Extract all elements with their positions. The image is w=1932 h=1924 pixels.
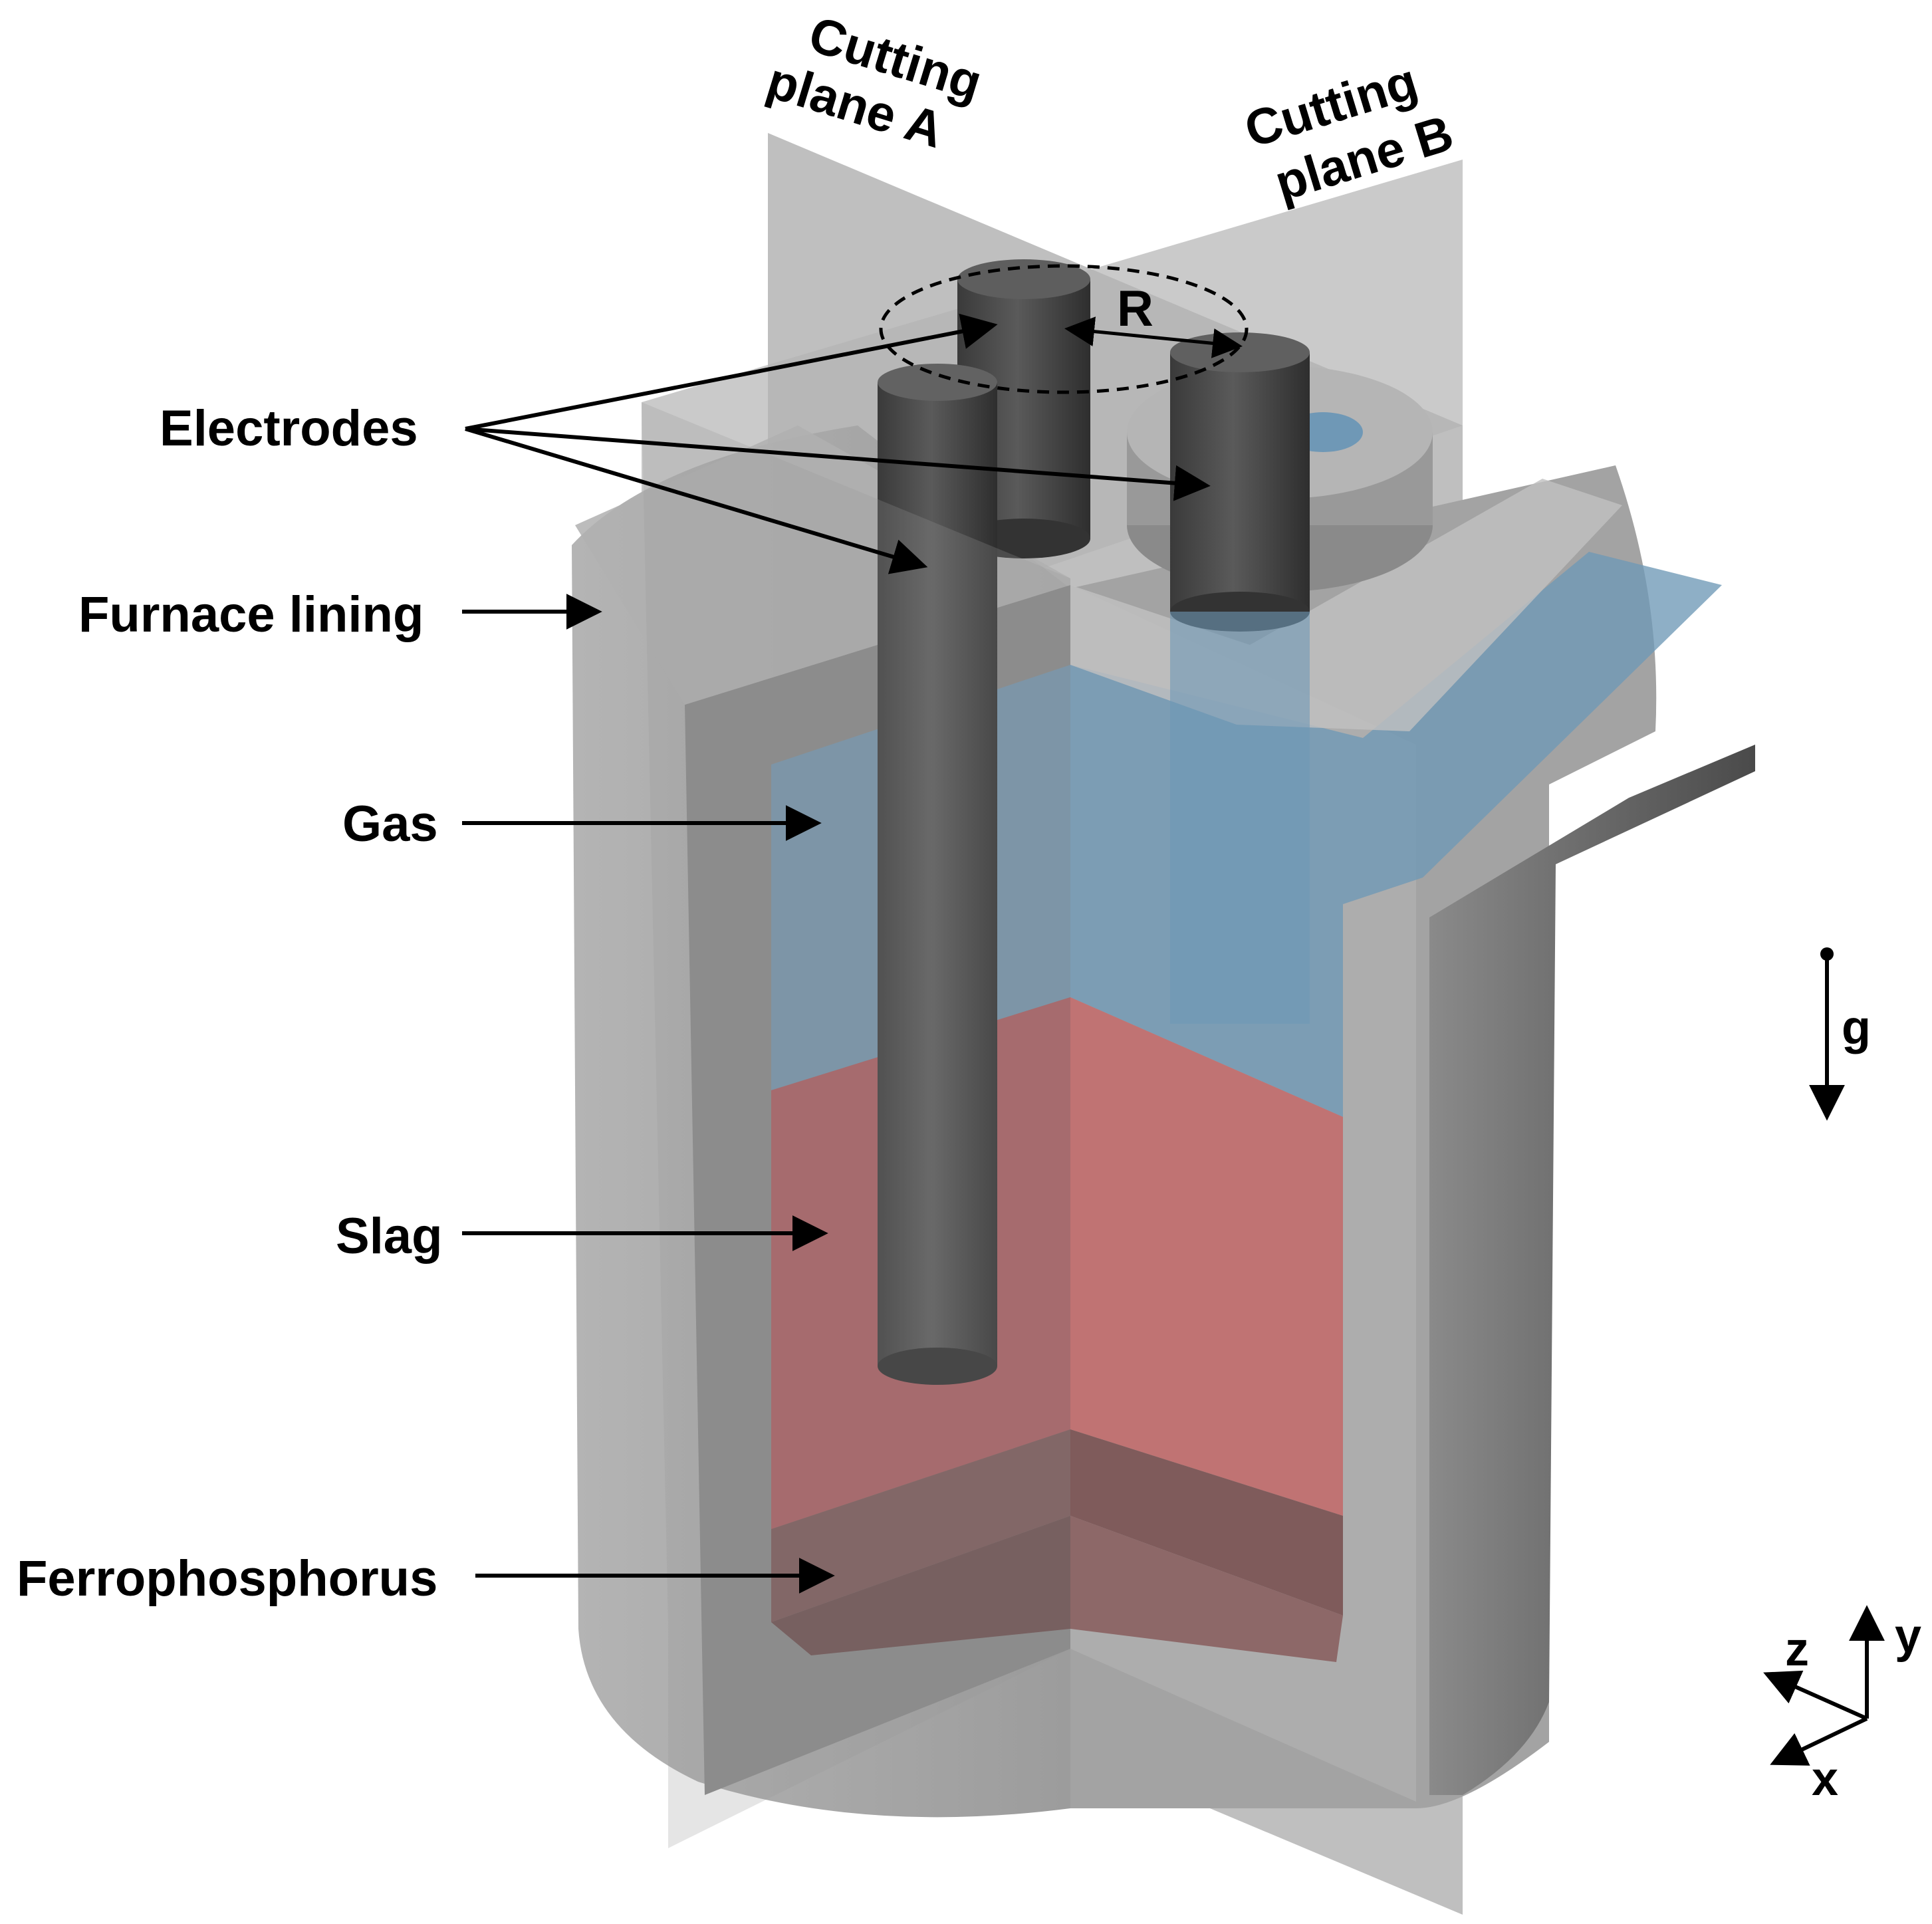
slag-label: Slag [336,1208,443,1264]
cutting-plane-a-front [642,402,1070,1848]
electrodes-label: Electrodes [160,400,418,457]
ferrophosphorus-annotation: Ferrophosphorus [17,1550,835,1607]
radius-arrow [1064,316,1243,358]
electrodes-annotation: Electrodes [160,313,1211,574]
slag-annotation: Slag [336,1208,828,1264]
ferrophosphorus-label: Ferrophosphorus [17,1550,437,1607]
radius-label: R [1117,281,1153,337]
gravity-label: g [1842,1001,1871,1054]
electrode-front [878,364,997,1385]
furnace-lining-label: Furnace lining [78,586,423,643]
cutting-plane-a-label: Cutting plane A [761,6,988,159]
furnace-lining-annotation: Furnace lining [78,586,602,643]
x-axis-arrow [1770,1717,1868,1766]
electrode-right [1170,332,1310,1024]
gas-label: Gas [342,796,438,852]
gas-annotation: Gas [342,796,822,852]
axis-triad: y z x [1763,1605,1921,1806]
electrode-circle: R [879,264,1249,394]
ferrophosphorus-region [771,1429,1343,1662]
gravity-indicator: g [1809,947,1871,1121]
z-axis-arrow [1763,1670,1868,1721]
y-axis-label: y [1895,1610,1921,1663]
z-axis-label: z [1785,1623,1809,1676]
x-axis-label: x [1812,1752,1838,1806]
